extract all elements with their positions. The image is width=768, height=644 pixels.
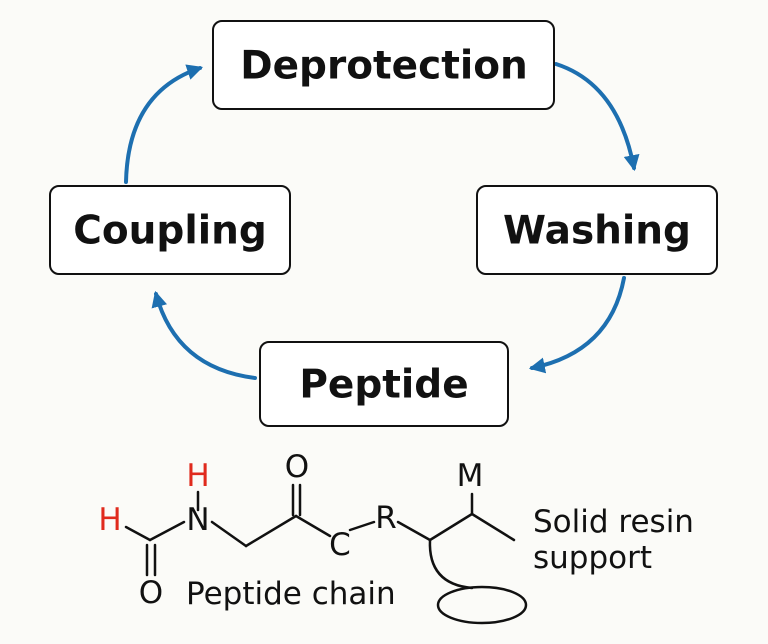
step-deprotection-box	[212, 20, 555, 110]
bond-ch2-carbonyl	[244, 514, 298, 548]
atom-h-top: H	[186, 458, 209, 494]
arrow-deprotection-to-washing	[554, 62, 640, 172]
peptide-chain-label: Peptide chain	[186, 576, 396, 612]
atom-o-top: O	[285, 449, 309, 485]
arrow-washing-to-peptide	[528, 276, 626, 374]
bond-ch-branch	[428, 512, 474, 542]
resin-bead	[436, 585, 528, 625]
atom-c: C	[329, 527, 351, 563]
atom-o-bottom: O	[139, 575, 163, 611]
step-peptide: Peptide	[259, 341, 509, 427]
step-deprotection-label: Deprotection	[240, 44, 528, 89]
solid-resin-label-line2: support	[533, 540, 652, 576]
step-washing-box	[476, 185, 718, 275]
peptide-structure-bonds	[124, 483, 528, 625]
bond-h-c	[124, 525, 152, 542]
bond-n-ch2	[210, 520, 248, 548]
step-washing: Washing	[476, 185, 718, 275]
bond-r-ch	[396, 520, 432, 542]
atom-h-left: H	[98, 502, 121, 538]
atom-r: R	[375, 500, 397, 536]
atom-n: N	[186, 502, 209, 538]
bond-carbonyl-c	[294, 514, 332, 538]
step-washing-label: Washing	[503, 209, 691, 254]
solid-resin-label-line1: Solid resin	[533, 504, 694, 540]
step-coupling: Coupling	[49, 185, 291, 275]
step-coupling-box	[49, 185, 291, 275]
bond-to-resin	[428, 538, 474, 590]
bond-branch-tail	[470, 512, 516, 542]
step-deprotection: Deprotection	[212, 20, 555, 110]
bond-c-n	[148, 520, 186, 542]
step-peptide-label: Peptide	[299, 363, 468, 408]
atom-m: M	[457, 458, 484, 494]
bond-c-r	[348, 520, 376, 532]
arrow-peptide-to-coupling	[151, 290, 257, 380]
arrow-coupling-to-deprotection	[124, 64, 204, 184]
step-coupling-label: Coupling	[73, 209, 267, 254]
step-peptide-box	[259, 341, 509, 427]
